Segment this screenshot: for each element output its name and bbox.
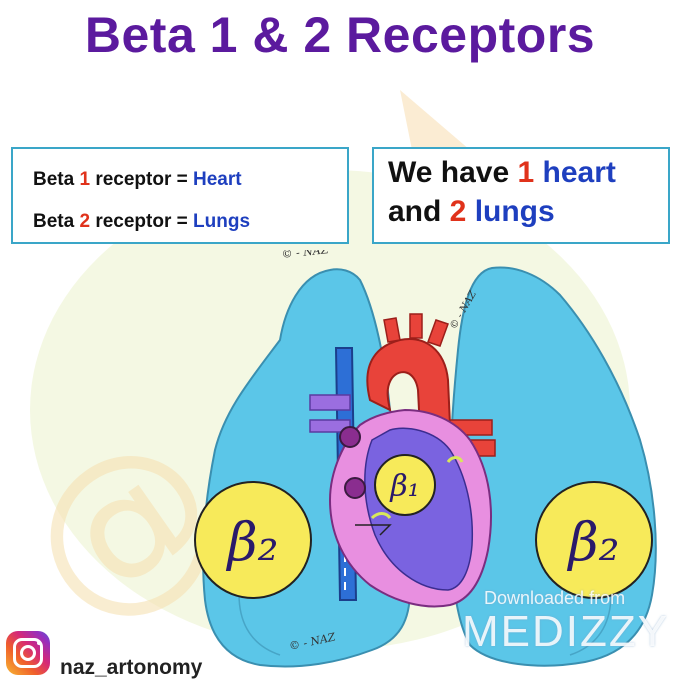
mnemonic-box: We have 1 heart and 2 lungs: [372, 147, 670, 244]
beta-word: Beta: [33, 211, 80, 232]
heart-word: heart: [534, 156, 616, 189]
heart-label: Heart: [193, 169, 242, 190]
beta2-right-receptor-circle: [535, 481, 653, 599]
beta1-receptor-label: β₁: [389, 469, 419, 504]
mnemonic-line-heart: We have 1 heart: [388, 153, 668, 192]
medizzy-watermark: MEDIZZY: [462, 607, 670, 656]
beta1-mapping-line: Beta 1 receptor = Heart: [33, 159, 347, 201]
beta2-left-receptor-label: β₂: [226, 513, 279, 573]
receptor-mapping-box: Beta 1 receptor = Heart Beta 2 receptor …: [11, 147, 349, 244]
receptor-equals: receptor =: [90, 169, 194, 190]
beta2-right-receptor-label: β₂: [567, 513, 620, 573]
heart-lungs-illustration: β₁ β₂ β₂ © - NAZ © - NAZ © - NAZ: [194, 250, 657, 668]
beta-word: Beta: [33, 169, 80, 190]
lungs-word: lungs: [466, 195, 555, 228]
artist-signature: © - NAZ: [281, 250, 329, 261]
heart-count: 1: [517, 156, 535, 189]
beta1-receptor-circle: [374, 454, 436, 516]
instagram-handle[interactable]: naz_artonomy: [60, 656, 203, 679]
receptor-equals: receptor =: [90, 211, 194, 232]
mnemonic-text: We have: [388, 156, 518, 189]
instagram-icon[interactable]: [6, 631, 50, 675]
aorta: [366, 338, 452, 432]
downloaded-from-watermark: Downloaded from: [484, 588, 626, 608]
lungs-label: Lungs: [193, 211, 251, 232]
mnemonic-text: and: [388, 195, 450, 228]
beta2-number: 2: [79, 211, 91, 232]
page-title: Beta 1 & 2 Receptors: [84, 7, 596, 63]
lungs-count: 2: [449, 195, 467, 228]
beta2-left-receptor-circle: [194, 481, 312, 599]
mnemonic-line-lungs: and 2 lungs: [388, 192, 668, 231]
beta2-mapping-line: Beta 2 receptor = Lungs: [33, 201, 347, 243]
beta1-number: 1: [79, 169, 91, 190]
